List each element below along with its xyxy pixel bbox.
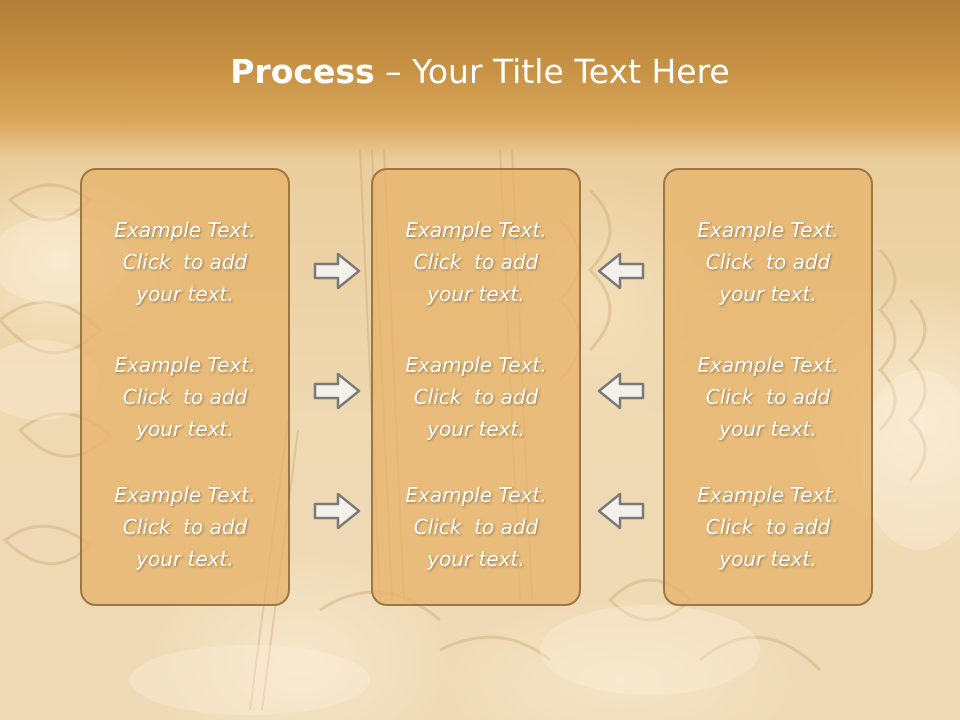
text-item[interactable]: Example Text. Click to add your text. — [82, 349, 288, 445]
text-box-right[interactable]: Example Text. Click to add your text. Ex… — [663, 168, 873, 606]
text-line: your text. — [427, 282, 525, 306]
slide-title[interactable]: Process – Your Title Text Here — [0, 52, 960, 91]
text-line: Click to add — [413, 250, 539, 274]
text-line: Click to add — [413, 385, 539, 409]
text-line: Example Text. — [405, 483, 547, 507]
text-item[interactable]: Example Text. Click to add your text. — [665, 214, 871, 310]
title-band — [0, 0, 960, 160]
text-item[interactable]: Example Text. Click to add your text. — [665, 479, 871, 575]
text-line: Example Text. — [405, 353, 547, 377]
text-line: Example Text. — [697, 218, 839, 242]
text-line: Example Text. — [697, 483, 839, 507]
text-line: Click to add — [122, 250, 248, 274]
text-line: your text. — [136, 282, 234, 306]
text-line: Click to add — [705, 385, 831, 409]
title-bold: Process — [230, 52, 375, 91]
text-box-left[interactable]: Example Text. Click to add your text. Ex… — [80, 168, 290, 606]
text-line: Click to add — [122, 515, 248, 539]
text-line: your text. — [136, 417, 234, 441]
text-line: Click to add — [413, 515, 539, 539]
text-item[interactable]: Example Text. Click to add your text. — [82, 479, 288, 575]
title-rest: – Your Title Text Here — [374, 52, 730, 91]
arrow-right-icon — [313, 252, 361, 290]
text-line: Example Text. — [405, 218, 547, 242]
text-line: Example Text. — [114, 483, 256, 507]
text-item[interactable]: Example Text. Click to add your text. — [82, 214, 288, 310]
arrow-left-icon — [597, 492, 645, 530]
text-line: Click to add — [705, 250, 831, 274]
text-line: your text. — [719, 282, 817, 306]
text-item[interactable]: Example Text. Click to add your text. — [373, 214, 579, 310]
text-line: Click to add — [122, 385, 248, 409]
text-item[interactable]: Example Text. Click to add your text. — [665, 349, 871, 445]
text-line: your text. — [719, 547, 817, 571]
text-item[interactable]: Example Text. Click to add your text. — [373, 349, 579, 445]
text-line: your text. — [427, 547, 525, 571]
text-box-center[interactable]: Example Text. Click to add your text. Ex… — [371, 168, 581, 606]
text-item[interactable]: Example Text. Click to add your text. — [373, 479, 579, 575]
text-line: your text. — [136, 547, 234, 571]
text-line: your text. — [719, 417, 817, 441]
text-line: Example Text. — [697, 353, 839, 377]
arrow-left-icon — [597, 372, 645, 410]
text-line: Example Text. — [114, 353, 256, 377]
text-line: Example Text. — [114, 218, 256, 242]
arrow-right-icon — [313, 372, 361, 410]
text-line: Click to add — [705, 515, 831, 539]
arrow-left-icon — [597, 252, 645, 290]
text-line: your text. — [427, 417, 525, 441]
arrow-right-icon — [313, 492, 361, 530]
